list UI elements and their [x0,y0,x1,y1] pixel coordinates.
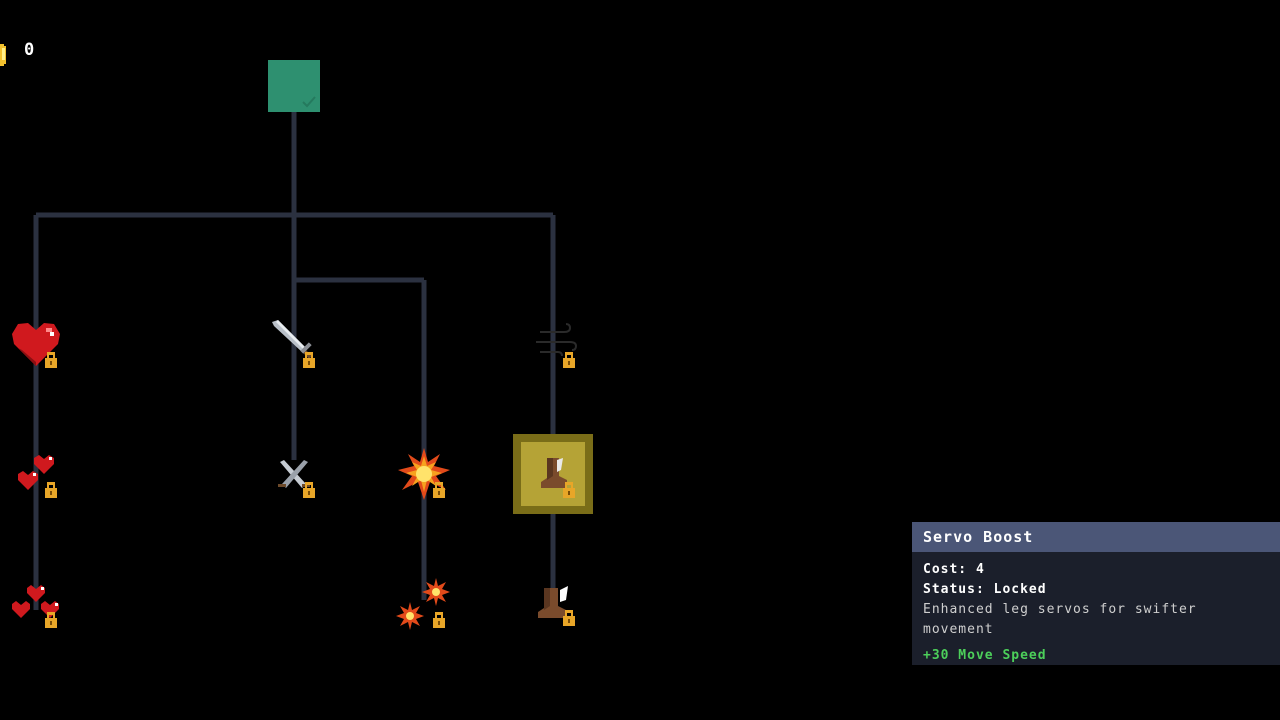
lock-icon [563,610,575,626]
tooltip-status-label: Status: [923,582,985,597]
tooltip-description: Enhanced leg servos for swifter movement [923,602,1197,637]
heart-icon [12,323,60,366]
triple-heart-icon [12,585,59,618]
boot-icon [541,458,567,488]
skill-node-health-3[interactable] [8,580,64,636]
tooltip-status-row: Status: Locked [923,580,1269,600]
lock-icon [303,352,315,368]
lock-icon [45,482,57,498]
skill-node-explosion-1[interactable] [396,446,452,502]
currency-count: 0 [24,40,35,60]
tooltip-cost-label: Cost: [923,562,968,577]
check-icon [302,96,316,108]
skill-node-attack-1[interactable] [266,316,322,372]
skill-node-speed-1[interactable] [530,316,586,372]
skill-node-speed-3[interactable] [530,580,586,636]
winged-boot-icon [538,586,568,618]
skill-node-attack-2[interactable] [266,448,322,504]
tooltip-title: Servo Boost [912,522,1280,552]
double-heart-icon [18,455,54,490]
wind-icon [536,323,578,357]
lock-icon [563,482,575,498]
lock-icon [303,482,315,498]
lock-icon [45,352,57,368]
lock-icon [563,352,575,368]
skill-node-explosion-2[interactable] [396,576,452,632]
tooltip-cost-row: Cost: 4 [923,560,1269,580]
tooltip-cost-value: 4 [975,562,985,577]
lock-icon [45,612,57,628]
tooltip-status-value: Locked [993,582,1047,597]
tooltip-bonus: +30 Move Speed [923,648,1047,663]
lock-icon [433,612,445,628]
explosion-icon [398,448,450,500]
lock-icon [433,482,445,498]
tooltip-body: Cost: 4 Status: Locked Enhanced leg serv… [912,552,1280,666]
double-explosion-icon [396,578,450,630]
skill-node-health-1[interactable] [8,316,64,372]
skill-node-root[interactable] [268,60,320,112]
skill-tooltip: Servo Boost Cost: 4 Status: Locked Enhan… [912,522,1280,665]
skill-node-speed-2[interactable] [525,446,581,502]
coin-icon [0,44,6,66]
skill-node-health-2[interactable] [10,450,66,506]
